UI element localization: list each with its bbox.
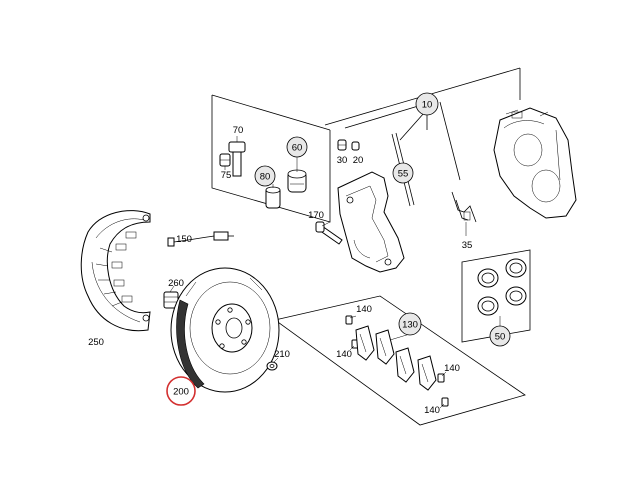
splash-shield [80,210,151,332]
callout-60[interactable]: 60 [286,136,308,158]
screw-210 [266,361,278,371]
callout-55[interactable]: 55 [392,162,414,184]
label-150[interactable]: 150 [176,234,192,245]
guide-pin-60 [287,169,307,193]
label-140-right[interactable]: 140 [444,363,460,374]
label-140-left[interactable]: 140 [336,349,352,360]
caliper-carrier [337,171,405,273]
label-80: 80 [260,172,271,183]
brake-disc [170,267,280,393]
label-70[interactable]: 70 [233,125,244,136]
seal-kit-group-frame [461,249,531,343]
spring-clip-35 [451,191,477,223]
label-140-top[interactable]: 140 [356,304,372,315]
brake-pads [355,325,437,391]
carrier-bolt-75 [219,153,231,167]
label-260[interactable]: 260 [168,278,184,289]
label-35[interactable]: 35 [462,240,473,251]
label-140-bottom[interactable]: 140 [424,405,440,416]
label-170[interactable]: 170 [308,210,324,221]
wear-sensor [167,231,234,247]
callout-50[interactable]: 50 [489,325,511,347]
guide-bushing-80 [265,186,281,209]
label-250[interactable]: 250 [88,337,104,348]
label-75[interactable]: 75 [221,170,232,181]
label-50: 50 [495,332,506,343]
label-210[interactable]: 210 [274,349,290,360]
label-20[interactable]: 20 [353,155,364,166]
carrier-bolt-70 [228,141,246,177]
callout-10[interactable]: 10 [415,92,439,116]
carrier-bolt-170 [315,221,343,245]
bleed-screw-20 [351,141,360,151]
leader-lines [169,136,501,409]
callout-130[interactable]: 130 [398,312,422,336]
label-60: 60 [292,143,303,154]
label-55: 55 [398,169,409,180]
label-200: 200 [173,387,189,398]
label-30[interactable]: 30 [337,155,348,166]
piston-seals [477,258,527,316]
callout-80[interactable]: 80 [254,165,276,187]
label-130: 130 [402,320,418,331]
dust-cap-30 [337,139,347,151]
label-10: 10 [422,100,433,111]
brake-pad-group-frame [274,295,526,426]
caliper-housing [493,107,577,219]
callout-200[interactable]: 200 [166,376,196,406]
